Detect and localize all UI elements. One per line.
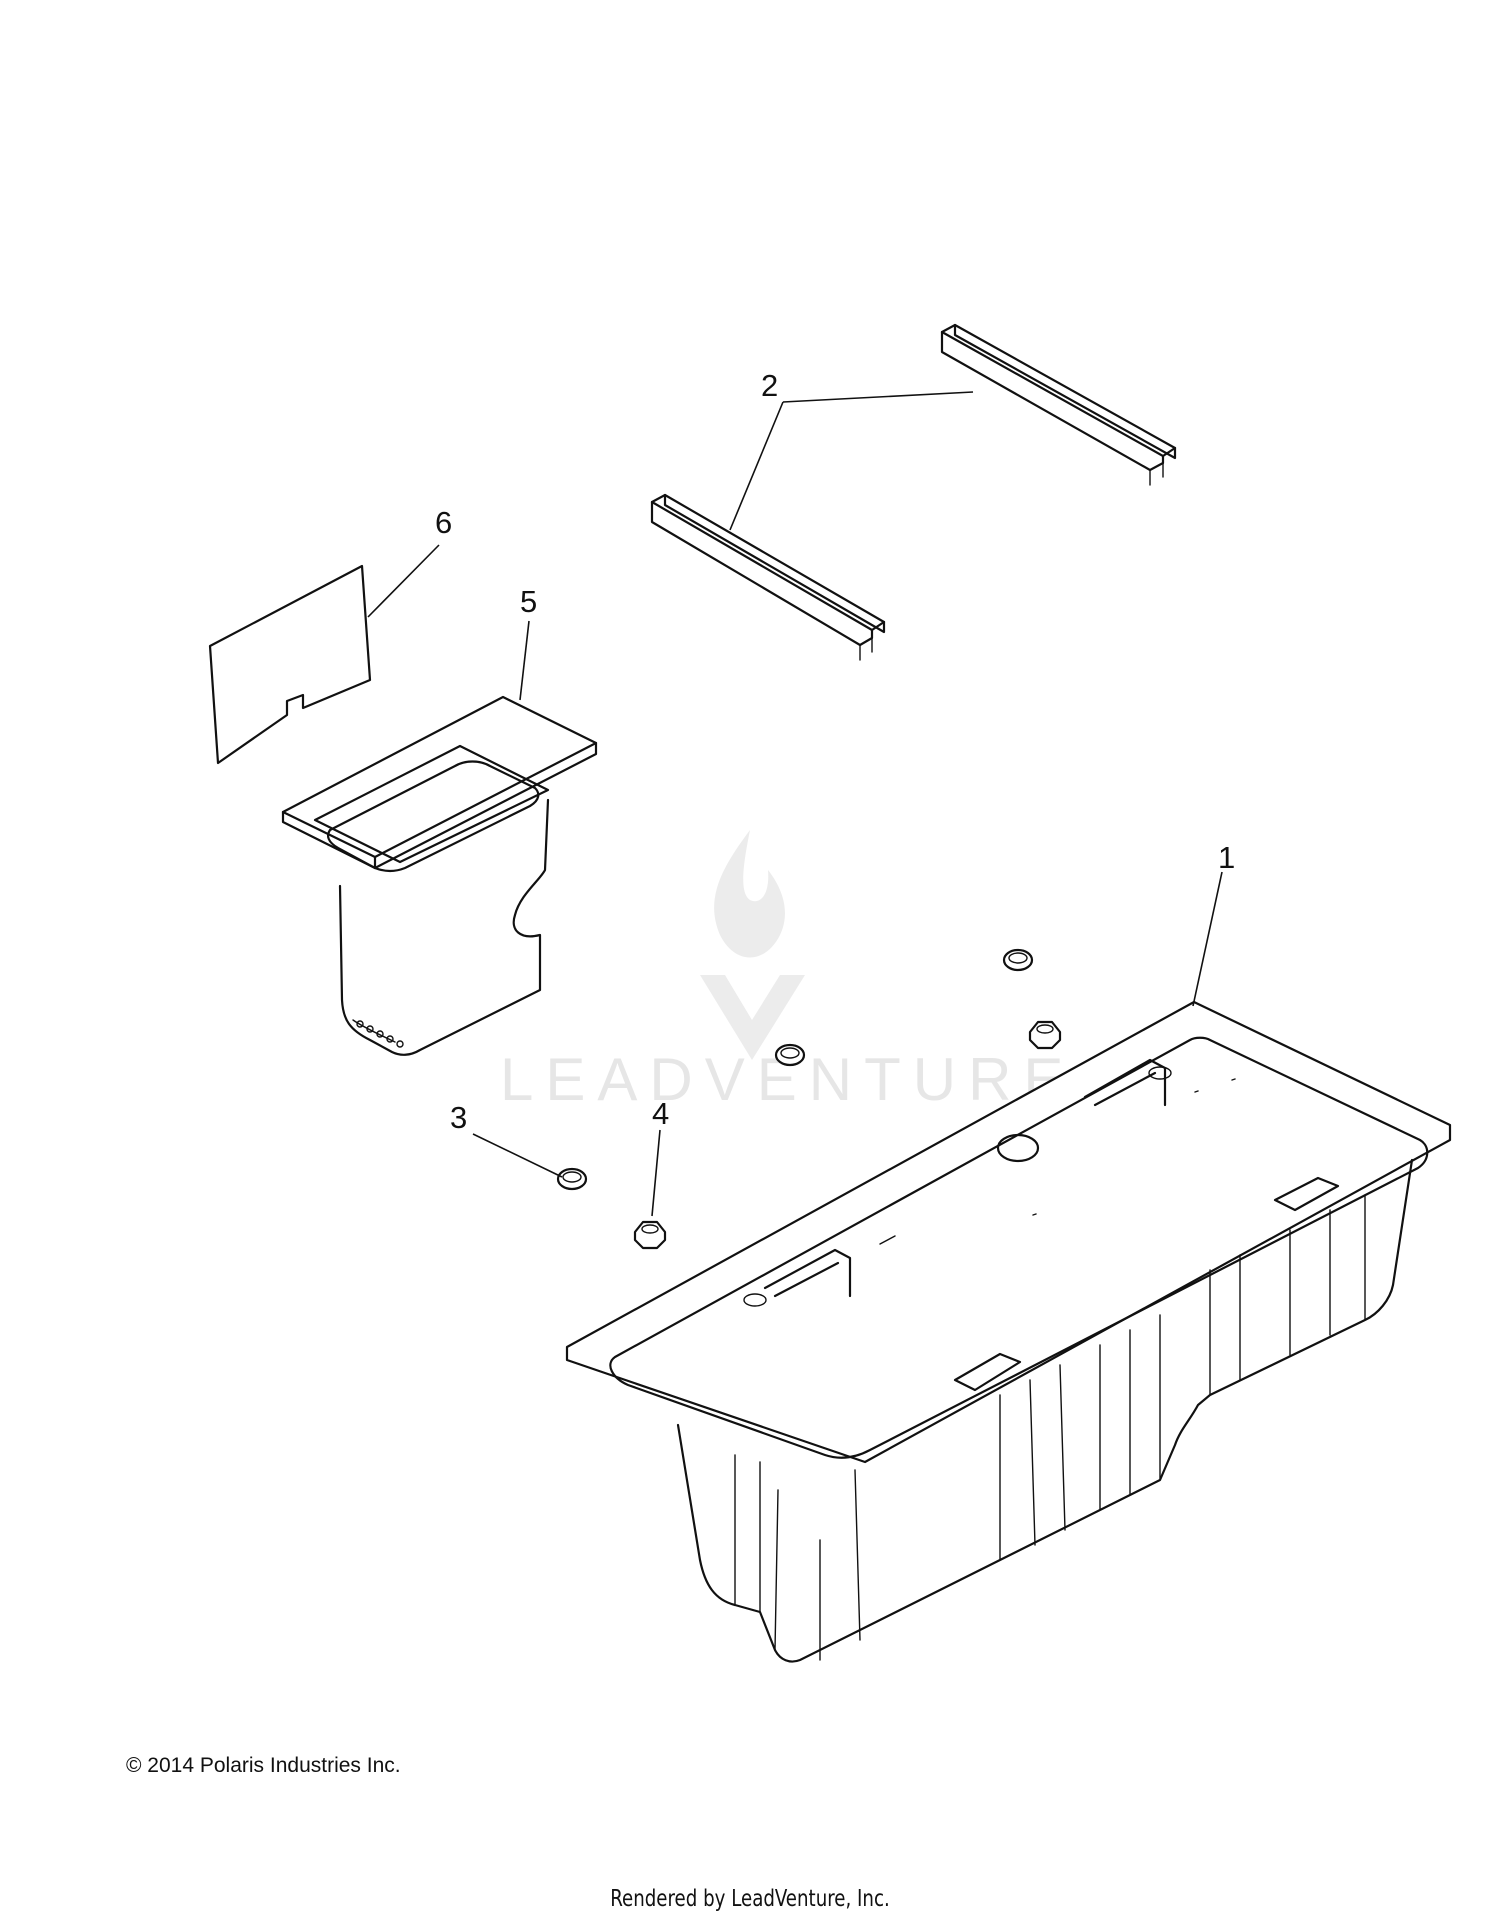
callout-4: 4 [652, 1096, 669, 1131]
part-2-rail-rear [940, 323, 1177, 486]
callout-numbers: 1 2 3 4 5 6 [435, 368, 1235, 1135]
part-4-nut [633, 1220, 667, 1250]
copyright-notice: © 2014 Polaris Industries Inc. [126, 1754, 401, 1777]
leader-5 [519, 620, 530, 701]
part-4-nut-2 [1028, 1020, 1062, 1050]
callout-6: 6 [435, 505, 452, 540]
callout-3: 3 [450, 1100, 467, 1135]
leader-lines [367, 391, 1223, 1217]
leader-6 [367, 544, 440, 618]
callout-5: 5 [520, 584, 537, 619]
callout-1: 1 [1218, 840, 1235, 875]
part-1-cargo-box [565, 1000, 1452, 1663]
leader-2a [782, 391, 974, 403]
part-2-rail-front [650, 493, 886, 661]
part-3-plug-2 [774, 1043, 806, 1067]
leadventure-watermark: LEADVENTURE [500, 830, 1063, 1113]
leader-4 [651, 1129, 661, 1217]
callout-2: 2 [761, 368, 778, 403]
part-6-pad [208, 564, 372, 765]
leader-3 [472, 1133, 563, 1178]
part-3-plug-3 [1002, 948, 1034, 972]
leader-2b [729, 401, 784, 531]
leader-1 [1192, 871, 1223, 1007]
part-5-storage-box [281, 695, 598, 1056]
v-logo-icon [700, 975, 805, 1060]
rendered-by-credit: Rendered by LeadVenture, Inc. [610, 1886, 890, 1912]
flame-logo-icon [714, 830, 785, 958]
part-3-plug [556, 1167, 588, 1191]
